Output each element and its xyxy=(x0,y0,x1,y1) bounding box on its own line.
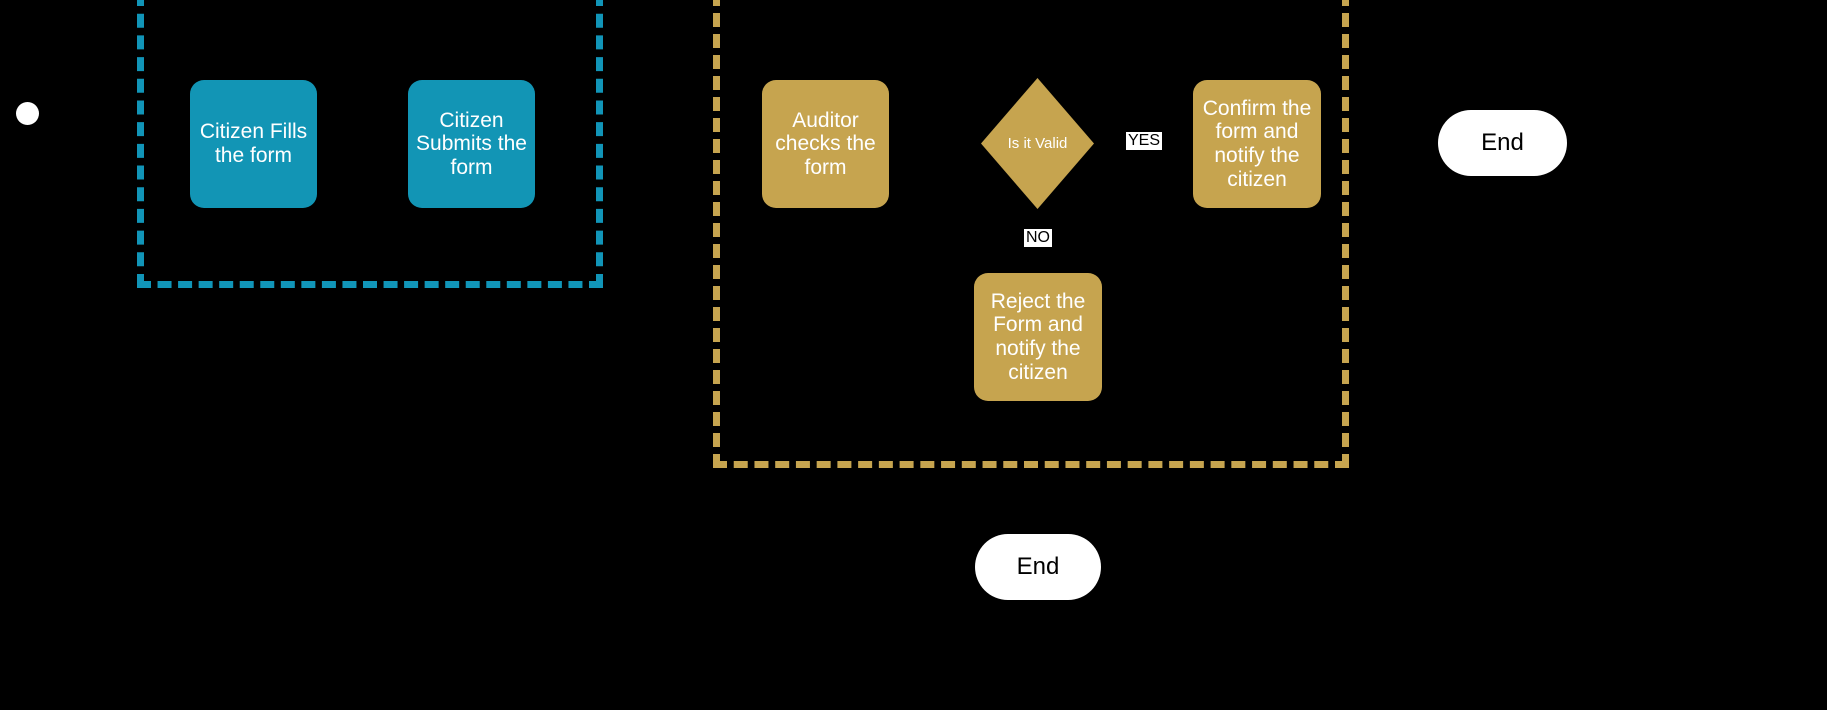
citizen-fills-the-form-node[interactable]: Citizen Fills the form xyxy=(190,80,317,208)
citizen-lane xyxy=(137,0,603,288)
end-node-approved[interactable]: End xyxy=(1438,110,1567,176)
citizen-submits-the-form-node[interactable]: Citizen Submits the form xyxy=(408,80,535,208)
is-it-valid-label: Is it Valid xyxy=(1007,135,1068,152)
auditor-lane xyxy=(713,0,1349,468)
end-node-rejected[interactable]: End xyxy=(975,534,1101,600)
reject-the-form-and-notify-the-citizen-node[interactable]: Reject the Form and notify the citizen xyxy=(974,273,1102,401)
is-it-valid-decision[interactable]: Is it Valid xyxy=(981,78,1094,209)
edge-label-no: NO xyxy=(1024,229,1052,247)
confirm-the-form-and-notify-the-citizen-node[interactable]: Confirm the form and notify the citizen xyxy=(1193,80,1321,208)
edge-label-yes: YES xyxy=(1126,132,1163,150)
start-node[interactable] xyxy=(16,102,39,125)
auditor-checks-the-form-node[interactable]: Auditor checks the form xyxy=(762,80,889,208)
